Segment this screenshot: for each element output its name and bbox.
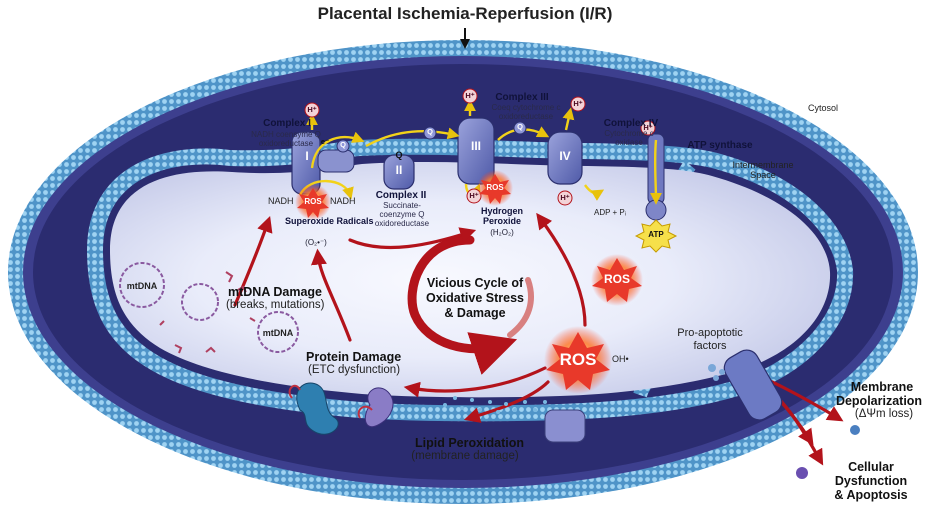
lipid-peroxidation-detail: (membrane damage) [411, 450, 519, 462]
ros-label-main: ROS [559, 350, 597, 369]
complex-i-label: Complex I [263, 118, 311, 129]
damage-arrows [233, 212, 844, 466]
damaged-protein-1 [288, 382, 339, 435]
adp-pi: ADP + Pᵢ [594, 208, 627, 217]
h-plus-4: H⁺ [643, 123, 653, 132]
atp-burst [634, 219, 678, 253]
peroxide-label: Hydrogen Peroxide [480, 206, 523, 227]
h-plus-6: H⁺ [560, 193, 570, 202]
cycle-line-1: Vicious Cycle of [426, 276, 524, 290]
complex-iv-protein [547, 131, 583, 185]
quinone-markers [336, 121, 527, 153]
ros-burst-complex-i [295, 184, 331, 220]
proton-markers [304, 88, 656, 206]
membrane-channel [723, 349, 783, 421]
depolarization-line-2: Depolarization [835, 394, 923, 408]
membrane-pore-protein [544, 409, 586, 443]
h-plus-3: H⁺ [573, 99, 583, 108]
peroxide-formula: (H₂O₂) [490, 228, 514, 237]
superoxide-label: Superoxide Radicals [285, 216, 374, 226]
ros-label-complex-iii: ROS [486, 183, 504, 192]
complex-i-desc: NADH coensyme Q oxidoreductase [251, 130, 321, 149]
mtdna-tag-2: mtDNA [262, 328, 294, 338]
cycle-line-2: Oxidative Stress [426, 291, 524, 305]
cytosol-label: Cytosol [808, 103, 839, 113]
ros-burst-complex-iii [477, 170, 513, 206]
complex-i-numeral: I [305, 149, 309, 163]
cellular-line-2: Dysfunction [834, 474, 908, 488]
pro-apoptotic-line-2: factors [693, 340, 727, 352]
protein-damage-title: Protein Damage [306, 350, 402, 364]
protein-damage-detail: (ETC dysfunction) [308, 364, 401, 376]
cycle-line-3: & Damage [444, 306, 506, 320]
lipid-peroxidation-title: Lipid Peroxidation [415, 436, 525, 450]
mtdna-fragments [159, 271, 256, 354]
q-complex-ii: Q [395, 150, 403, 160]
cellular-line-1: Cellular [848, 460, 894, 474]
q-1: Q [340, 140, 346, 149]
mtdna-damage-title: mtDNA Damage [228, 285, 323, 299]
complex-iii-desc: Coeq cytochrome c oxidoreductase [491, 103, 561, 122]
mtdna-damage-detail: (breaks, mutations) [226, 299, 325, 311]
depolarization-line-3: (ΔΨm loss) [854, 408, 914, 420]
vicious-cycle-arrows [407, 235, 534, 375]
superoxide-formula: (O₂•⁻) [305, 238, 327, 247]
complex-iv-label: Complex IV [603, 118, 659, 129]
q-3: Q [517, 122, 523, 131]
lipid-peroxidation-dots [443, 396, 547, 414]
complex-ii-protein [383, 154, 415, 190]
pro-apoptotic-particles [708, 364, 725, 381]
h-plus-2: H⁺ [465, 91, 475, 100]
complex-ii-desc: Succinate-coenzyme Q oxidoreductase [374, 201, 430, 229]
atp-synthase-label: ATP synthase [687, 140, 753, 151]
pro-apoptotic-line-1: Pro-apoptotic [677, 327, 743, 339]
electron-label: e⁻ [320, 137, 330, 146]
nadh-right: NADH [330, 196, 356, 206]
ros-label-complex-i: ROS [304, 197, 322, 206]
damaged-protein-2 [357, 387, 394, 428]
complex-iii-numeral: III [470, 139, 481, 153]
h-plus-5: H⁺ [469, 191, 479, 200]
complex-iv-numeral: IV [559, 149, 571, 163]
complex-iii-label: Complex III [495, 92, 549, 103]
intermembrane-space-label: Intermembrane Space [732, 160, 794, 181]
atp-label: ATP [648, 230, 664, 239]
cellular-line-3: & Apoptosis [834, 488, 908, 502]
mtdna-tag-1: mtDNA [126, 281, 158, 291]
mtdna-molecules [119, 262, 299, 353]
released-particles [796, 425, 860, 479]
diagram-title: Placental Ischemia-Reperfusion (I/R) [317, 4, 613, 23]
mitochondrial-matrix [110, 162, 831, 398]
ros-burst-matrix [591, 254, 643, 306]
complex-ii-numeral: II [395, 163, 403, 177]
h-plus-1: H⁺ [307, 105, 317, 114]
nadh-left: NADH [268, 196, 294, 206]
ros-label-matrix: ROS [603, 272, 630, 286]
q-2: Q [427, 127, 433, 136]
complex-ii-label: Complex II [375, 190, 427, 201]
depolarization-line-1: Membrane [850, 380, 914, 394]
complex-iv-desc: Cytochrome c oxidase [604, 129, 654, 148]
ros-burst-main [544, 326, 612, 394]
hydroxyl-label: OH• [612, 354, 629, 364]
